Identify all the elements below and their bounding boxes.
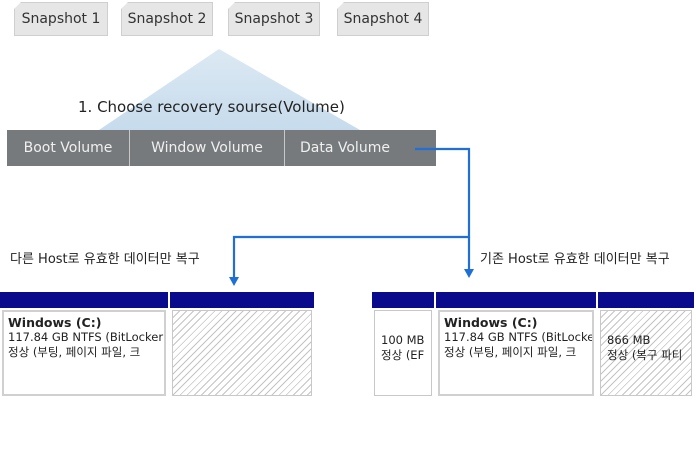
boot-volume-button[interactable]: Boot Volume <box>7 130 130 166</box>
partition-header <box>0 292 168 308</box>
partition-status: 정상 (복구 파티 <box>607 348 683 362</box>
partition-name: Windows (C:) <box>444 315 538 330</box>
partition-size: 100 MB <box>381 333 425 347</box>
partition-body-hatched <box>172 310 312 396</box>
partition-unallocated-left[interactable] <box>170 292 314 398</box>
snapshot-tab-label: Snapshot 1 <box>21 11 101 27</box>
partition-size: 117.84 GB NTFS (BitLocke <box>444 330 594 344</box>
arrowhead-right-icon <box>464 269 474 278</box>
partition-recovery-right[interactable]: 866 MB 정상 (복구 파티 <box>598 292 694 398</box>
partition-name: Windows (C:) <box>8 315 102 330</box>
partition-windows-right[interactable]: Windows (C:) 117.84 GB NTFS (BitLocke 정상… <box>436 292 596 398</box>
partition-header <box>598 292 694 308</box>
snapshot-tab-label: Snapshot 4 <box>343 11 423 27</box>
step-title: 1. Choose recovery sourse(Volume) <box>78 98 345 116</box>
partition-status: 정상 (부팅, 페이지 파일, 크 <box>8 345 141 359</box>
partition-size: 117.84 GB NTFS (BitLocker <box>8 330 164 344</box>
arrowhead-left-icon <box>229 277 239 286</box>
partition-efi-right[interactable]: 100 MB 정상 (EF <box>372 292 434 398</box>
partition-header <box>436 292 596 308</box>
snapshot-tab-label: Snapshot 3 <box>234 11 314 27</box>
partition-body: Windows (C:) 117.84 GB NTFS (BitLocke 정상… <box>438 310 594 396</box>
partition-body-hatched: 866 MB 정상 (복구 파티 <box>600 310 692 396</box>
volume-label: Data Volume <box>300 140 390 156</box>
snapshot-tab-3[interactable]: Snapshot 3 <box>228 2 320 36</box>
connector-line-left <box>232 147 471 278</box>
partition-status: 정상 (EF <box>381 348 425 362</box>
partition-header <box>372 292 434 308</box>
caption-same-host: 기존 Host로 유효한 데이터만 복구 <box>480 252 670 267</box>
window-volume-button[interactable]: Window Volume <box>130 130 285 166</box>
snapshot-tab-2[interactable]: Snapshot 2 <box>121 2 213 36</box>
snapshot-tab-1[interactable]: Snapshot 1 <box>14 2 108 36</box>
volume-selector: Boot Volume Window Volume Data Volume <box>7 130 436 166</box>
partition-header <box>170 292 314 308</box>
volume-label: Window Volume <box>151 140 263 156</box>
data-volume-button[interactable]: Data Volume <box>285 130 436 166</box>
snapshot-tab-4[interactable]: Snapshot 4 <box>337 2 429 36</box>
caption-other-host: 다른 Host로 유효한 데이터만 복구 <box>10 252 200 267</box>
partition-status: 정상 (부팅, 페이지 파일, 크 <box>444 345 577 359</box>
partition-size: 866 MB <box>607 333 651 347</box>
volume-label: Boot Volume <box>23 140 113 156</box>
snapshot-tab-label: Snapshot 2 <box>127 11 207 27</box>
partition-body: 100 MB 정상 (EF <box>374 310 432 396</box>
partition-windows-left[interactable]: Windows (C:) 117.84 GB NTFS (BitLocker 정… <box>0 292 168 398</box>
partition-body: Windows (C:) 117.84 GB NTFS (BitLocker 정… <box>2 310 166 396</box>
